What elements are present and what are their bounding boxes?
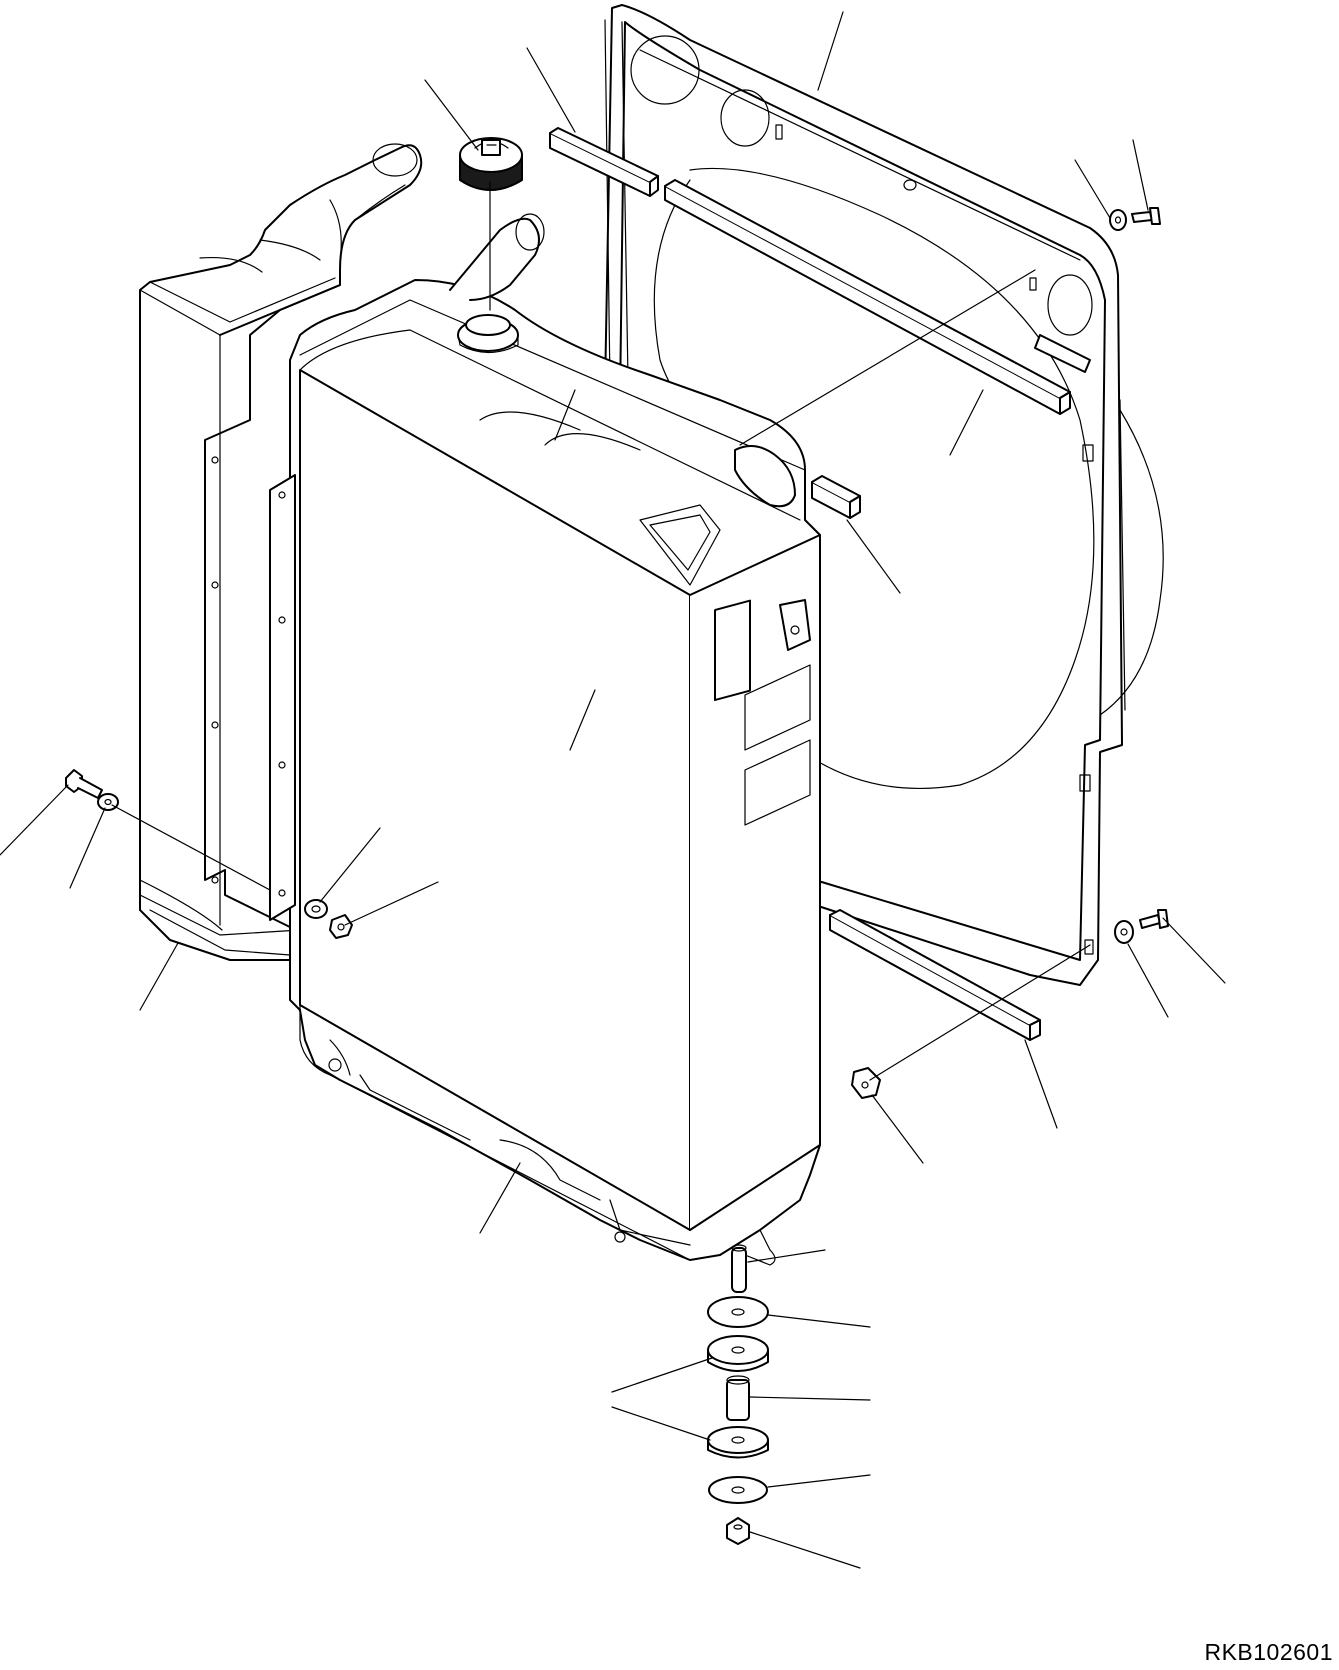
intercooler xyxy=(139,143,423,961)
left-hardware xyxy=(65,769,119,811)
leader-lines xyxy=(0,11,1226,1569)
radiator-cap xyxy=(459,137,523,191)
radiator xyxy=(269,213,821,1266)
drawing-code: RKB102601 xyxy=(1204,1639,1333,1665)
right-hardware xyxy=(851,207,1169,1099)
mounting-stack xyxy=(707,1244,769,1545)
